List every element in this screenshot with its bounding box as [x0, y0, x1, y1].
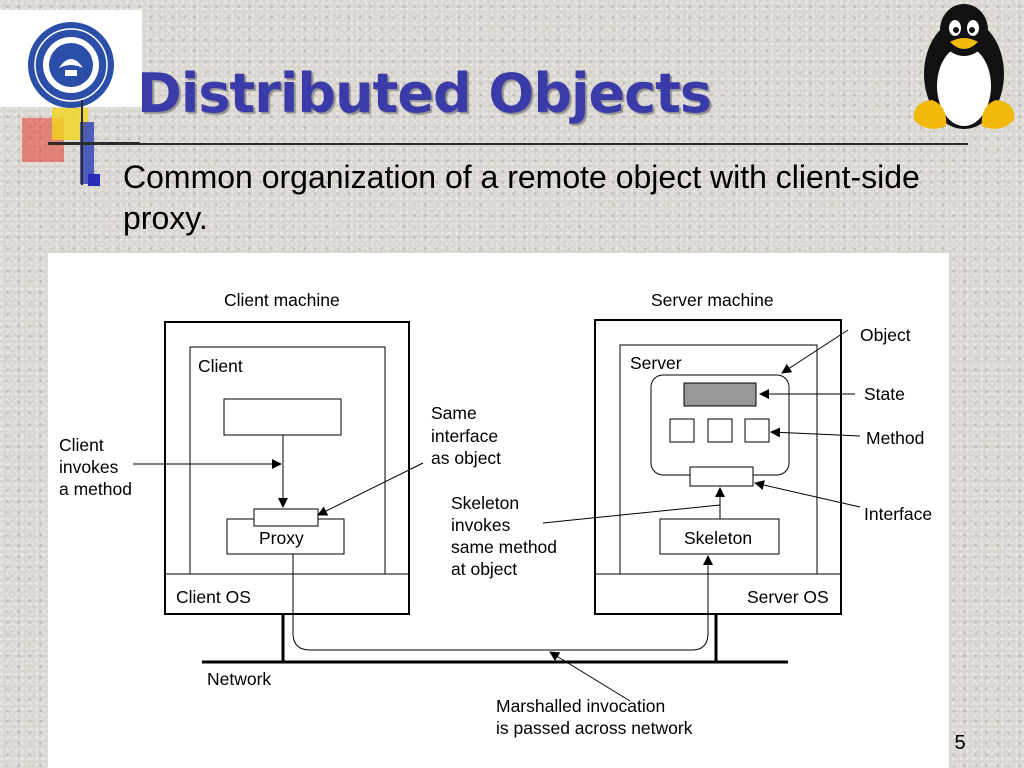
server-label: Server [630, 353, 682, 373]
state-box [683, 382, 757, 407]
interface-arrow [754, 480, 861, 508]
same-interface-arrow [317, 462, 424, 516]
skeleton-invokes-arrow [542, 504, 721, 524]
client-app-box [223, 398, 342, 436]
same-interface-line-3: as object [431, 448, 501, 468]
method-arrow [770, 427, 861, 438]
client-label: Client [198, 356, 243, 376]
skeleton-interface-box [689, 466, 754, 487]
skeleton-invokes-line-3: same method [451, 537, 557, 557]
university-logo-icon [28, 22, 114, 108]
server-machine-label: Server machine [651, 290, 774, 310]
client-invokes-line-1: Client [59, 435, 104, 455]
method-box-2 [707, 418, 733, 443]
logo-background [0, 10, 142, 108]
invocation-path [292, 554, 713, 651]
diagram-panel: Client machine Server machine Client Ser… [48, 253, 949, 768]
client-os-label: Client OS [176, 587, 251, 607]
title-divider [48, 143, 968, 145]
skeleton-label: Skeleton [684, 528, 752, 548]
network-label: Network [207, 669, 271, 689]
method-label: Method [866, 428, 924, 448]
proxy-label: Proxy [259, 528, 304, 548]
tux-penguin-icon [913, 4, 1015, 129]
server-os-label: Server OS [747, 587, 829, 607]
slide-title: Distributed Objects [137, 62, 712, 125]
skeleton-invokes-line-1: Skeleton [451, 493, 519, 513]
page-number: 5 [954, 732, 966, 754]
bullet-text: Common organization of a remote object w… [123, 159, 920, 236]
marshalled-line-2: is passed across network [496, 718, 693, 738]
skeleton-invokes-line-2: invokes [451, 515, 511, 535]
remote-object-diagram: Client machine Server machine Client Ser… [59, 290, 932, 738]
object-label: Object [860, 325, 911, 345]
method-box-3 [744, 418, 770, 443]
decorative-squares [22, 100, 140, 185]
proxy-interface-box [253, 508, 319, 527]
marshalled-arrow [549, 651, 631, 702]
object-arrow [781, 329, 849, 374]
same-interface-line-1: Same [431, 403, 477, 423]
method-box-1 [669, 418, 695, 443]
client-machine-box [164, 321, 410, 615]
state-label: State [864, 384, 905, 404]
client-machine-label: Client machine [224, 290, 340, 310]
server-machine-box [594, 319, 842, 615]
marshalled-line-1: Marshalled invocation [496, 696, 665, 716]
skeleton-invokes-line-4: at object [451, 559, 517, 579]
client-invokes-line-2: invokes [59, 457, 119, 477]
same-interface-line-2: interface [431, 426, 498, 446]
interface-label: Interface [864, 504, 932, 524]
client-invokes-line-3: a method [59, 479, 132, 499]
bullet-icon [88, 174, 100, 186]
